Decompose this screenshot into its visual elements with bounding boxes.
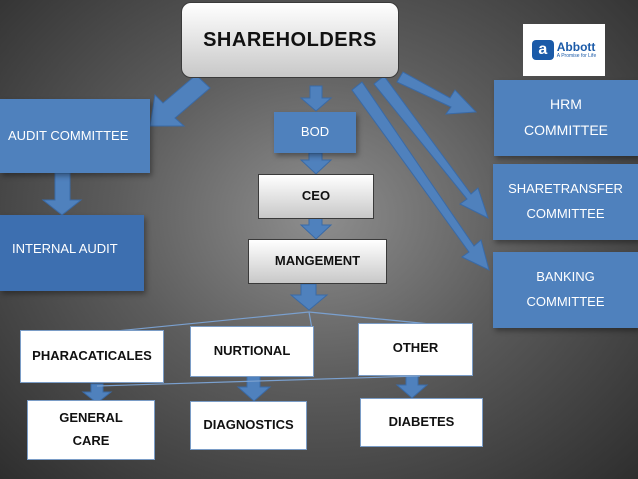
connector-to-pharma: [95, 311, 310, 334]
shareholders-box: SHAREHOLDERS: [181, 2, 399, 78]
management-label: MANGEMENT: [274, 253, 361, 269]
arrow-shareholders-to-bod: [299, 85, 333, 112]
arrow-bod-to-ceo: [299, 152, 333, 175]
hrm-committee-box: HRM COMMITTEE: [494, 80, 638, 156]
banking-committee-box: BANKING COMMITTEE: [493, 252, 638, 328]
bod-box: BOD: [274, 112, 356, 153]
arrow-other-to-diabetes: [395, 374, 429, 399]
bod-label: BOD: [300, 124, 330, 140]
audit-committee-label: AUDIT COMMITTEE: [8, 127, 129, 143]
nutritional-box: NURTIONAL: [190, 326, 314, 377]
diabetes-box: DIABETES: [360, 398, 483, 447]
banking-committee-label-line1: BANKING: [536, 269, 595, 285]
connector-lower: [96, 375, 421, 387]
audit-committee-box: AUDIT COMMITTEE: [0, 99, 150, 173]
connector-to-other: [308, 311, 431, 325]
general-care-label-line2: CARE: [72, 433, 110, 448]
share-transfer-label-line2: COMMITTEE: [526, 206, 605, 221]
arrow-nutritional-to-diagnostics: [236, 375, 272, 402]
arrow-ceo-to-management: [299, 217, 333, 240]
arrow-shareholders-to-audit: [149, 74, 211, 127]
arrow-shareholders-to-hrm: [396, 71, 478, 115]
internal-audit-box: INTERNAL AUDIT: [0, 215, 144, 291]
arrow-audit-to-internal: [41, 172, 83, 216]
hrm-committee-label-line1: HRM: [550, 96, 582, 113]
hrm-committee-label-line2: COMMITTEE: [524, 122, 608, 138]
abbott-logo-tagline: A Promise for Life: [556, 52, 597, 59]
diagnostics-box: DIAGNOSTICS: [190, 401, 307, 450]
arrow-shareholders-to-banking: [351, 81, 490, 271]
pharmaceuticals-label: PHARACATICALES: [32, 348, 152, 364]
ceo-box: CEO: [258, 174, 374, 219]
share-transfer-label-line1: SHARETRANSFER: [508, 181, 623, 197]
banking-committee-label-line2: COMMITTEE: [526, 294, 605, 309]
other-label: OTHER: [392, 340, 439, 355]
arrow-shareholders-to-sharetransfer: [373, 75, 489, 219]
abbott-logo: a Abbott A Promise for Life: [523, 24, 605, 76]
diabetes-label: DIABETES: [388, 414, 455, 430]
diagnostics-label: DIAGNOSTICS: [203, 417, 294, 433]
general-care-label-line1: GENERAL: [59, 410, 123, 426]
other-box: OTHER: [358, 323, 473, 376]
arrow-management-down: [289, 283, 329, 311]
nutritional-label: NURTIONAL: [213, 343, 291, 359]
general-care-box: GENERAL CARE: [27, 400, 155, 460]
shareholders-label: SHAREHOLDERS: [203, 29, 377, 51]
share-transfer-committee-box: SHARETRANSFER COMMITTEE: [493, 164, 638, 240]
abbott-logo-name: Abbott: [556, 39, 596, 54]
pharmaceuticals-box: PHARACATICALES: [20, 330, 164, 383]
abbott-logo-mark: a: [531, 40, 554, 60]
management-box: MANGEMENT: [248, 239, 387, 284]
ceo-label: CEO: [301, 188, 331, 204]
internal-audit-label: INTERNAL AUDIT: [12, 241, 118, 256]
